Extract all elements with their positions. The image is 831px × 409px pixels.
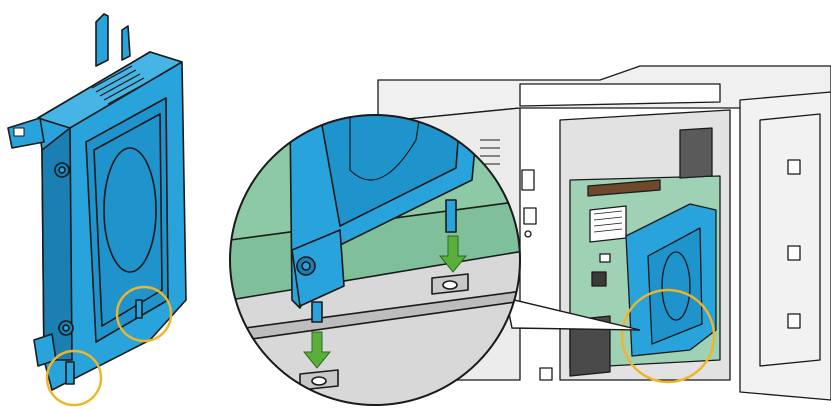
hard-disk-drive-icon (8, 14, 186, 390)
